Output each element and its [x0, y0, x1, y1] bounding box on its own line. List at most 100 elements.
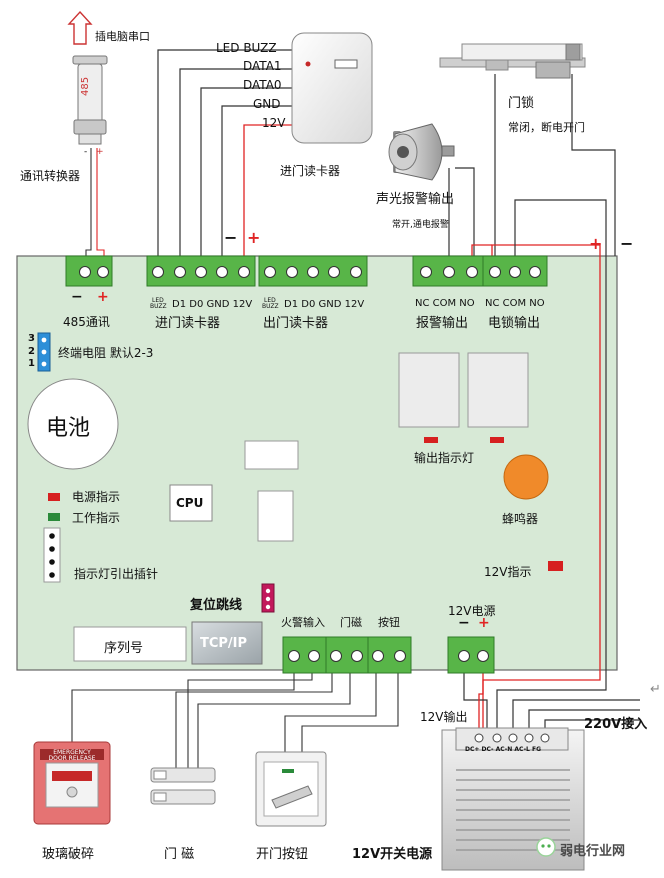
door-sensor-input-label: 门磁 — [340, 616, 362, 629]
entry-reader-label: 进门读卡器 — [155, 316, 221, 331]
power-indicator-label: 电源指示 — [72, 490, 121, 504]
door-magnet-label: 门 磁 — [164, 847, 195, 862]
rs485-wire-black — [85, 148, 92, 258]
glass-break-label: 玻璃破碎 — [42, 847, 95, 862]
power-12v-label: 12V电源 — [448, 604, 496, 618]
output-12v-label: 12V输出 — [420, 710, 468, 724]
reader-wires — [157, 49, 292, 258]
wire-label-12v: 12V — [262, 116, 286, 130]
alarm-horn — [388, 123, 455, 181]
work-indicator-label: 工作指示 — [72, 511, 121, 525]
psu-minus-wire — [496, 199, 607, 736]
psu-terminal-labels: DC+ DC- AC-N AC-L FG — [465, 746, 541, 753]
terminator-jumper — [37, 332, 51, 372]
terminal-lock-output — [482, 255, 548, 287]
exit-reader-label: 出门读卡器 — [263, 316, 329, 331]
watermark-logo-icon — [536, 837, 556, 857]
rs485-comm-label: 485通讯 — [63, 315, 110, 329]
adapter-minus: - — [84, 147, 88, 157]
terminal-alarm-output — [412, 255, 484, 287]
rs485-wire-red — [96, 148, 105, 258]
reader-minus-sign: − — [224, 228, 238, 247]
cpu-label: CPU — [176, 496, 204, 510]
jumper-pin-3: 3 — [28, 333, 35, 344]
terminal-power — [447, 636, 495, 674]
wire-label-led-buzz: LED BUZZ — [216, 41, 277, 55]
battery-label: 电池 — [46, 416, 91, 441]
power-minus-wire — [463, 668, 488, 736]
adapter-485-text: 485 — [80, 76, 91, 96]
com-link-wire — [471, 244, 492, 258]
lock-output-label: 电锁输出 — [488, 316, 541, 331]
input-wires — [71, 668, 399, 776]
input-220v-label: 220V接入 — [584, 717, 648, 732]
indicator-12v-label: 12V指示 — [484, 565, 532, 579]
fire-input-label: 火警输入 — [281, 616, 325, 629]
pin-header-label: 指示灯引出插针 — [74, 567, 159, 581]
break-glass-sign-2: DOOR RELEASE — [48, 755, 96, 762]
chip-2 — [257, 490, 294, 542]
alarm-output-title: 声光报警输出 — [376, 192, 455, 207]
tcpip-port — [191, 621, 263, 665]
chip-1 — [244, 440, 299, 470]
terminal-entry-reader — [146, 255, 256, 287]
indicator-pin-header — [43, 527, 61, 583]
reader-12v-wire — [243, 124, 292, 258]
power-minus-label: − — [458, 615, 470, 631]
adapter-plus: + — [96, 147, 104, 157]
reader-plus-sign: + — [247, 228, 261, 247]
rs485-plus: + — [97, 289, 109, 305]
entry-pin-rest: D1 D0 GND 12V — [172, 299, 253, 310]
alarm-wire-2 — [455, 167, 475, 258]
power-plus-label: + — [478, 615, 490, 631]
alarm-relay-pins: NC COM NO — [415, 298, 475, 309]
entry-pin-led: LED — [152, 297, 164, 304]
cpu-chip — [169, 484, 213, 522]
reset-jumper-label: 复位跳线 — [190, 598, 243, 613]
indicator-12v-led — [548, 561, 563, 571]
comm-converter-label: 通讯转换器 — [20, 169, 81, 183]
break-glass-sign-1: EMERGENCY — [53, 749, 91, 756]
jumper-pin-1: 1 — [28, 358, 35, 369]
door-magnet-device — [150, 767, 216, 805]
switch-psu-label: 12V开关电源 — [352, 847, 433, 862]
buzzer — [503, 454, 549, 500]
output-led-2 — [490, 437, 504, 443]
lock-plus-sign: + — [589, 234, 603, 253]
rs485-converter — [72, 55, 108, 145]
door-lock-note: 常闭，断电开门 — [508, 121, 585, 134]
ac-wire-1 — [512, 699, 640, 736]
alarm-output-label: 报警输出 — [416, 316, 469, 331]
glass-break-device — [33, 741, 111, 825]
work-led — [48, 513, 60, 521]
entry-pin-buzz: BUZZ — [150, 303, 167, 310]
watermark-text: 弱电行业网 — [560, 844, 626, 859]
exit-pin-rest: D1 D0 GND 12V — [284, 299, 365, 310]
card-reader-device — [291, 32, 373, 144]
battery — [27, 378, 119, 470]
reset-jumper-pins — [261, 583, 275, 613]
output-indicator-label: 输出指示灯 — [414, 451, 475, 465]
cursor-mark: ↵ — [650, 682, 661, 697]
power-led — [48, 493, 60, 501]
relay-2 — [467, 352, 529, 428]
tcpip-label: TCP/IP — [200, 636, 248, 651]
alarm-note: 常开,通电报警 — [392, 220, 449, 230]
terminal-485 — [65, 255, 113, 287]
exit-button-label: 开门按钮 — [256, 847, 309, 862]
wire-label-gnd: GND — [253, 97, 281, 111]
terminator-label: 终端电阻 默认2-3 — [58, 346, 154, 360]
up-arrow-icon — [67, 10, 93, 45]
exit-pin-buzz: BUZZ — [262, 303, 279, 310]
electric-lock — [439, 43, 586, 79]
wire-label-data0: DATA0 — [243, 78, 282, 92]
terminal-inputs — [282, 636, 412, 674]
relay-1 — [398, 352, 460, 428]
jumper-pin-2: 2 — [28, 346, 35, 357]
wire-label-data1: DATA1 — [243, 59, 282, 73]
door-lock-title: 门锁 — [508, 96, 535, 111]
rs485-minus: − — [71, 289, 83, 305]
output-led-1 — [424, 437, 438, 443]
power-plus-wire — [478, 668, 484, 736]
